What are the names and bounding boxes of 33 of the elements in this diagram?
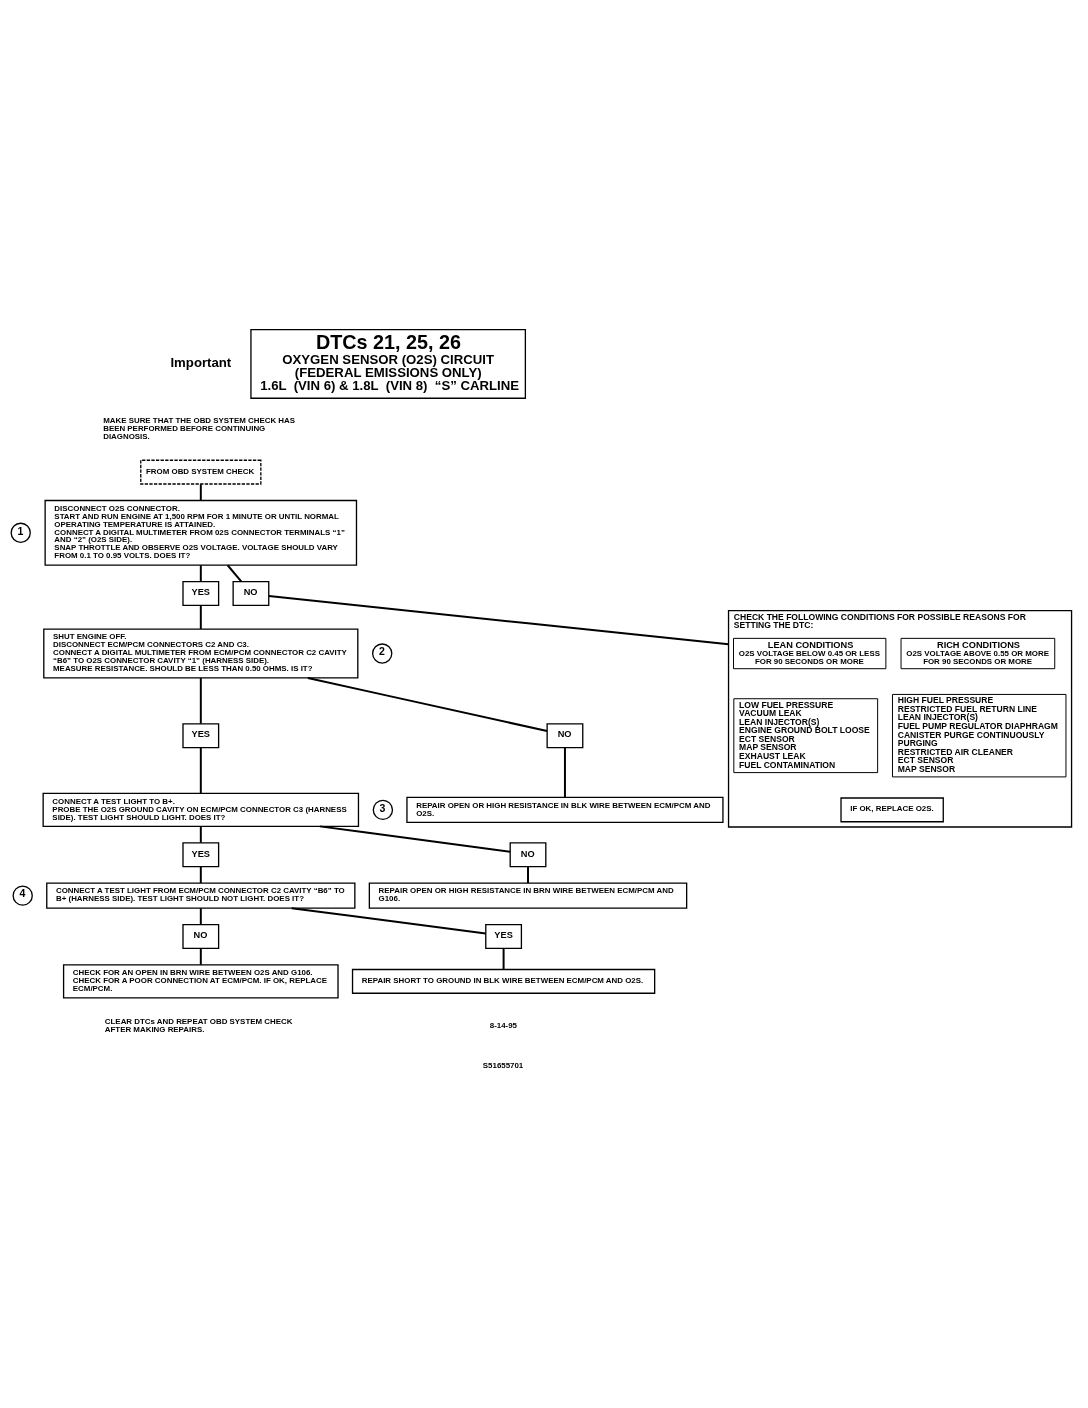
- node-circle: 2: [372, 643, 393, 664]
- connector: [199, 907, 202, 926]
- connector: [199, 865, 202, 884]
- connector: [267, 595, 730, 646]
- node-box: NO: [509, 842, 547, 868]
- connector: [502, 947, 505, 971]
- connector: [199, 483, 202, 502]
- connector: [290, 907, 487, 935]
- connector: [199, 677, 202, 725]
- connector: [226, 564, 243, 583]
- connector: [199, 746, 202, 795]
- node-circle: 4: [12, 885, 33, 906]
- node-box: NO: [232, 580, 270, 607]
- node-circle: 3: [372, 799, 394, 821]
- node-circle: 1: [10, 522, 31, 544]
- connector: [199, 947, 202, 966]
- label: Important: [170, 354, 232, 370]
- node-box: NO: [182, 924, 220, 950]
- node-box: HIGH FUEL PRESSURE RESTRICTED FUEL RETURN LINE LEAN INJECTOR(S) FUEL PUMP REGULATOR DIAPHRAGM CANISTER PURGE CONTINUOUSLY PURGING RESTRICTED AIR CLEANER ECT SENSOR MAP SENSOR: [891, 693, 1067, 778]
- node-box: YES: [182, 723, 220, 749]
- connector: [199, 564, 202, 583]
- node-box: YES: [182, 580, 220, 607]
- node-box: NO: [546, 723, 584, 749]
- node-box: DTCs 21, 25, 26 OXYGEN SENSOR (O2S) CIRCUIT (FEDERAL EMISSIONS ONLY) 1.6L (VIN 6) & 1.8L (VIN 8) “S” CARLINE: [250, 328, 526, 399]
- node-box: YES: [485, 924, 523, 950]
- node-box: YES: [182, 842, 220, 868]
- connector: [563, 746, 566, 799]
- connector: [199, 825, 202, 844]
- connector: [199, 604, 202, 630]
- connector: [318, 825, 512, 853]
- node-box: LOW FUEL PRESSURE VACUUM LEAK LEAN INJECTOR(S) ENGINE GROUND BOLT LOOSE ECT SENSOR MAP SENSOR EXHAUST LEAK FUEL CONTAMINATION: [733, 698, 879, 774]
- connector: [306, 676, 549, 733]
- connector: [527, 865, 529, 884]
